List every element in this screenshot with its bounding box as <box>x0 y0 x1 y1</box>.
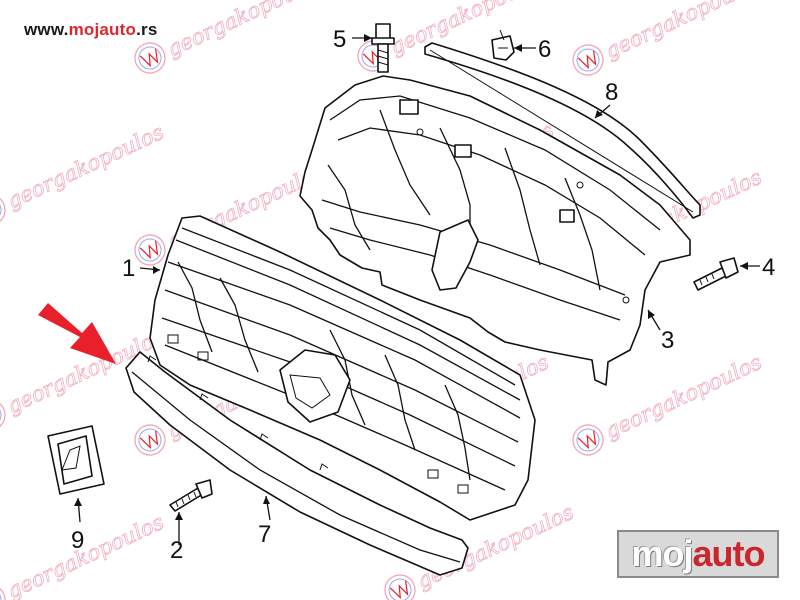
logo-text-moj: moj <box>631 533 693 574</box>
site-url-brand: mojauto <box>68 20 137 39</box>
seal-strip-part-8[interactable] <box>424 42 701 219</box>
callout-9: 9 <box>71 527 84 554</box>
bolt-part-5[interactable] <box>371 23 395 73</box>
front-grille-part-1[interactable] <box>149 215 536 521</box>
callout-6: 6 <box>538 36 551 63</box>
callout-labels: 1 2 3 4 5 6 7 8 9 <box>71 26 775 564</box>
clip-part-6[interactable] <box>491 29 515 61</box>
callout-5: 5 <box>333 26 346 53</box>
screw-part-2[interactable] <box>169 479 213 512</box>
callout-3: 3 <box>661 327 674 354</box>
site-url-www: www. <box>24 20 69 39</box>
callout-2: 2 <box>170 537 183 564</box>
watermark-text: georgakopoulos <box>386 0 550 59</box>
highlight-arrow <box>38 303 116 364</box>
watermark-stamp: georgakopoulos <box>567 0 766 81</box>
emblem-bracket-part-9[interactable] <box>47 425 105 495</box>
watermark-stamp: georgakopoulos <box>0 119 168 231</box>
watermark-stamp: georgakopoulos <box>129 0 328 79</box>
callout-7: 7 <box>258 521 271 548</box>
lower-molding-part-7[interactable] <box>125 351 469 576</box>
site-url-tld: .rs <box>136 20 158 39</box>
site-url[interactable]: www.mojauto.rs <box>24 20 157 40</box>
bolt-part-4[interactable] <box>693 257 739 291</box>
callout-1: 1 <box>122 255 135 282</box>
watermark-text: georgakopoulos <box>601 0 765 63</box>
upper-support-panel-part-3[interactable] <box>299 75 691 386</box>
leader-lines <box>74 34 760 545</box>
watermark-text: georgakopoulos <box>3 510 167 600</box>
watermark-text: georgakopoulos <box>601 350 765 444</box>
watermark-text: georgakopoulos <box>3 120 167 214</box>
watermark-text: georgakopoulos <box>163 0 327 61</box>
logo-text-auto: auto <box>692 533 766 574</box>
callout-8: 8 <box>605 79 618 106</box>
callout-4: 4 <box>762 254 775 281</box>
